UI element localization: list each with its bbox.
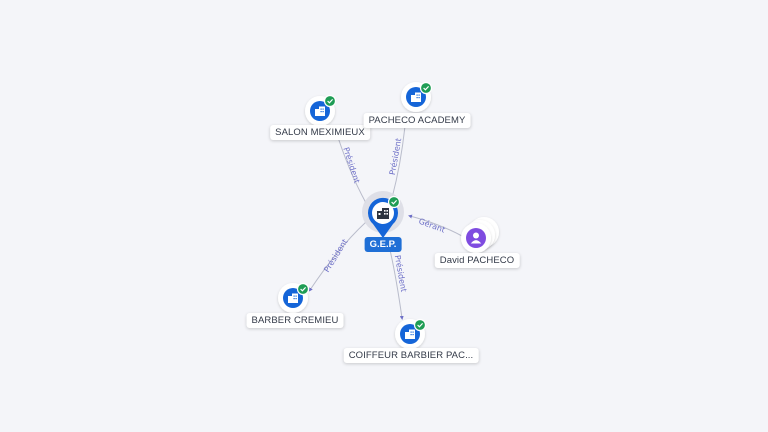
person-icon [470,232,482,244]
node-coiffeur[interactable] [395,318,427,349]
building-icon [377,208,389,219]
edge-coiffeur [389,249,404,320]
node-label-coiffeur[interactable]: COIFFEUR BARBIER PAC... [343,348,479,363]
center-node[interactable] [362,191,404,238]
node-label-academy[interactable]: PACHECO ACADEMY [363,113,471,128]
building-icon [405,329,415,339]
edge-label-salon: Président [341,146,362,185]
node-academy[interactable] [401,81,433,112]
verified-check-icon [419,81,433,95]
center-label[interactable]: G.E.P. [364,237,402,252]
node-salon[interactable] [305,94,337,127]
node-label-david[interactable]: David PACHECO [434,253,520,268]
node-label-salon[interactable]: SALON MEXIMIEUX [270,125,370,140]
building-icon [288,293,298,303]
verified-check-icon [296,282,310,296]
building-icon [411,92,421,102]
node-label-cremieu[interactable]: BARBER CREMIEU [246,313,344,328]
edge-david [408,214,463,237]
node-cremieu[interactable] [278,282,310,313]
edge-label-david: Gérant [417,216,446,235]
node-david[interactable] [461,217,499,253]
verified-check-icon [323,94,337,108]
verified-check-icon [413,318,427,332]
edge-label-cremieu: Président [321,237,349,274]
edge-cremieu [308,221,367,292]
building-icon [315,106,325,116]
verified-check-icon [387,195,401,209]
